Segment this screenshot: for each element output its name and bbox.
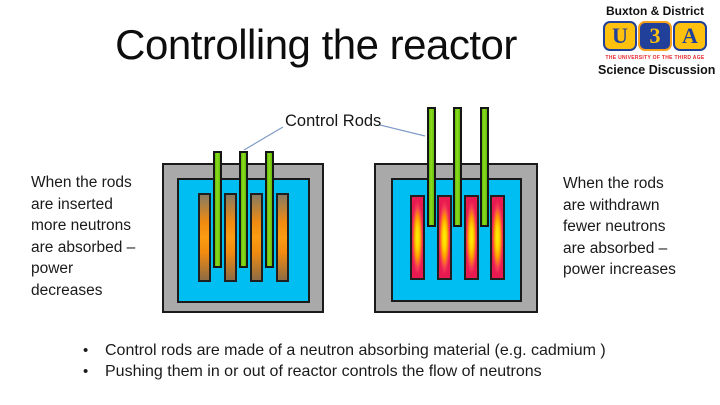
logo-group-name: Science Discussion — [598, 63, 716, 77]
fuel-rod — [490, 195, 505, 280]
fuel-rod — [437, 195, 452, 280]
logo-org-name: Buxton & District — [605, 4, 704, 18]
control-rod — [239, 151, 248, 268]
bullet-item: Control rods are made of a neutron absor… — [80, 341, 660, 362]
fuel-rod — [198, 193, 211, 282]
logo-tile-3: 3 — [638, 21, 672, 51]
bullet-item: Pushing them in or out of reactor contro… — [80, 362, 660, 383]
logo-tile-u: U — [603, 21, 637, 51]
logo-tagline: THE UNIVERSITY OF THE THIRD AGE — [605, 55, 705, 61]
fuel-rod — [224, 193, 237, 282]
caption-rods-inserted: When the rods are inserted more neutrons… — [31, 174, 136, 299]
logo-tiles: U 3 A — [598, 21, 712, 51]
control-rod — [213, 151, 222, 268]
control-rods-label: Control Rods — [285, 112, 382, 130]
control-rod — [480, 107, 489, 227]
caption-rods-withdrawn: When the rods are withdrawn fewer neutro… — [563, 175, 676, 278]
control-rod — [453, 107, 462, 227]
fuel-rod — [410, 195, 425, 280]
fuel-rod — [276, 193, 289, 282]
control-rod — [427, 107, 436, 227]
leader-line-left — [243, 126, 284, 151]
control-rod — [265, 151, 274, 268]
fuel-rod — [250, 193, 263, 282]
slide-title: Controlling the reactor — [115, 21, 517, 68]
u3a-logo: Buxton & District U 3 A THE UNIVERSITY O… — [598, 4, 716, 77]
leader-line-right — [379, 124, 426, 137]
bullet-list: Control rods are made of a neutron absor… — [80, 341, 660, 383]
logo-tile-a: A — [673, 21, 707, 51]
fuel-rod — [464, 195, 479, 280]
